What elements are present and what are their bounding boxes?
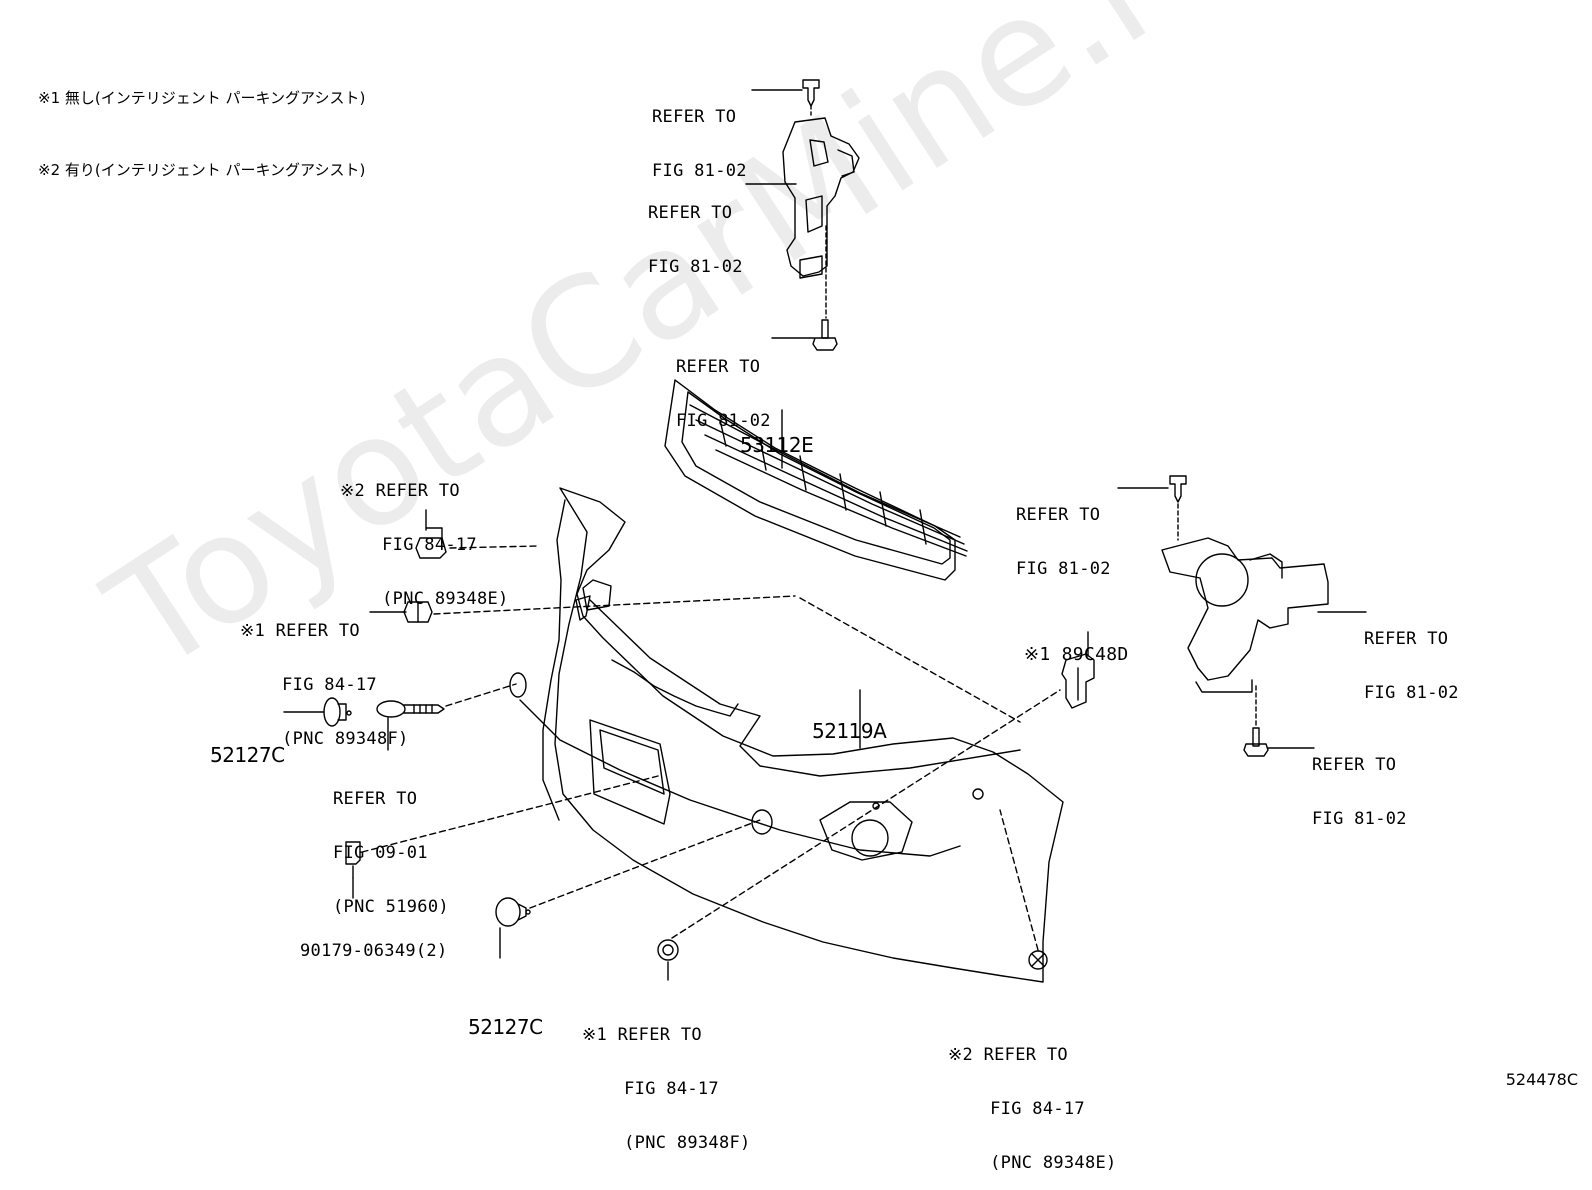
right-bracket-part [1161,537,1329,729]
top-bracket-part [782,117,860,319]
dash-retainer-bottom [671,689,1061,939]
dash-retainer-upper [449,545,539,549]
callout-top-bolt: REFER TO FIG 81-02 [676,357,771,431]
note-1: ※1 無し(インテリジェント パーキングアシスト) [38,89,366,107]
callout-top-bracket: REFER TO FIG 81-02 [648,203,743,277]
dash-nut [361,775,659,853]
tow-eye-part [376,700,445,718]
dash-retainer-right [999,809,1039,951]
cap-bottom-part [495,897,531,927]
bumper-cover-part [509,487,1064,983]
top-bolt-part [812,319,838,351]
callout-sensor-retainer-upper: ※2 REFER TO FIG 84-17 (PNC 89348E) [340,481,509,609]
right-bolt-part [1243,727,1269,757]
nut-part [345,841,361,879]
dash-bumper-rear [799,597,1021,723]
grille-part [664,379,968,581]
callout-bumper-cover: 52119A [812,719,887,743]
legend-notes: ※1 無し(インテリジェント パーキングアシスト) ※2 有り(インテリジェント… [38,38,365,206]
dash-cap-bottom [529,819,761,909]
sensor-retainer-bottom-part [657,939,679,961]
callout-sensor-retainer-right: ※2 REFER TO FIG 84-17 (PNC 89348E) [948,1045,1117,1173]
right-clip-part [1169,475,1187,541]
top-clip-part [802,79,820,119]
dash-tow-eye [445,683,517,707]
callout-sensor-retainer-bottom: ※1 REFER TO FIG 84-17 (PNC 89348F) [582,1025,751,1153]
callout-top-clip: REFER TO FIG 81-02 [652,107,747,181]
callout-cap-left: 52127C [210,743,285,767]
callout-bracket-right: ※1 89C48D [1024,644,1129,665]
callout-grille: 53112E [740,433,814,457]
callout-right-bracket: REFER TO FIG 81-02 [1364,629,1459,703]
callout-sensor-retainer-mid: ※1 REFER TO FIG 84-17 (PNC 89348F) [240,621,409,749]
callout-tow-eye: REFER TO FIG 09-01 (PNC 51960) [333,789,449,917]
note-2: ※2 有り(インテリジェント パーキングアシスト) [38,161,366,179]
sensor-retainer-upper-part [415,527,447,559]
bracket-right-part [1061,653,1095,709]
callout-right-clip: REFER TO FIG 81-02 [1016,505,1111,579]
callout-nut: 90179-06349(2) [300,941,448,961]
callout-right-bolt: REFER TO FIG 81-02 [1312,755,1407,829]
figure-id: 524478C [1505,1070,1578,1089]
sensor-retainer-right-part [1028,950,1048,970]
parts-diagram [283,79,1367,983]
callout-cap-bottom: 52127C [468,1015,543,1039]
dash-retainer-mid [433,595,796,615]
